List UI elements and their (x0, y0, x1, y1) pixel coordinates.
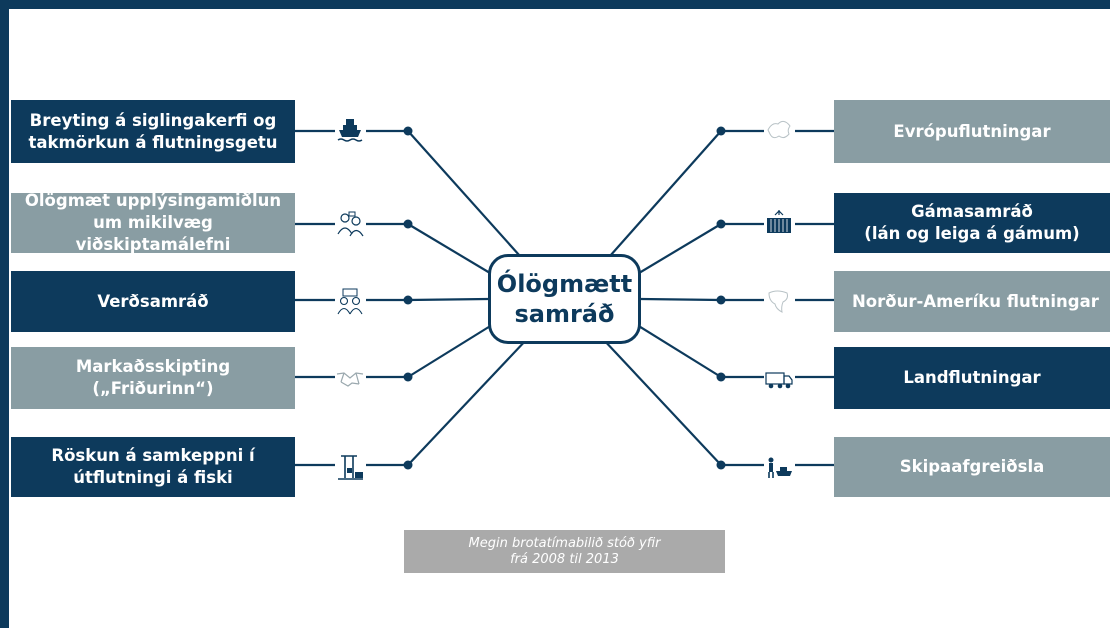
left-item-label: Ólögmæt upplýsingamiðlun um mikilvæg við… (24, 191, 282, 254)
price-discussion-icon (337, 288, 363, 315)
branch-dot (403, 126, 413, 136)
right-item-north-america-transport: Norður-Ameríku flutningar (834, 271, 1110, 332)
branch-dot (403, 460, 413, 470)
branch-line (601, 130, 722, 266)
left-item-market-sharing: Markaðsskipting („Friðurinn“) (11, 347, 295, 409)
left-item-label: Breyting á siglingakerfi og takmörkun á … (28, 110, 278, 152)
truck-icon (765, 372, 793, 389)
branch-line (407, 297, 489, 302)
branch-line (601, 337, 722, 466)
port-crane-icon (338, 455, 363, 480)
left-item-route-capacity: Breyting á siglingakerfi og takmörkun á … (11, 100, 295, 163)
left-item-label: Markaðsskipting („Friðurinn“) (75, 357, 231, 398)
right-item-label: Evrópuflutningar (893, 121, 1051, 141)
branch-line (628, 319, 722, 378)
right-item-label: Norður-Ameríku flutningar (852, 291, 1099, 311)
period-note: Megin brotatímabilið stóð yfir frá 2008 … (404, 530, 725, 573)
right-item-label: Skipaafgreiðsla (899, 457, 1045, 476)
right-item-container-collusion: Gámasamráð (lán og leiga á gámum) (834, 193, 1110, 253)
europe-map-icon (767, 120, 791, 139)
frame-left-border (0, 0, 9, 628)
branch-dot (716, 126, 726, 136)
branch-dot (716, 372, 726, 382)
branch-line (407, 223, 501, 280)
branch-dot (716, 295, 726, 305)
branch-line (407, 130, 529, 266)
people-talking-icon (337, 211, 364, 237)
dock-worker-icon (768, 457, 792, 478)
right-item-land-transport: Landflutningar (834, 347, 1110, 409)
branch-dot (403, 372, 413, 382)
ship-icon (337, 119, 363, 142)
frame-top-border (0, 0, 1110, 9)
left-item-label: Röskun á samkeppni í útflutningi á fiski (51, 446, 255, 487)
period-note-text: Megin brotatímabilið stóð yfir frá 2008 … (468, 535, 661, 567)
branch-line (640, 297, 722, 302)
handshake-icon (336, 372, 364, 387)
left-item-information-exchange: Ólögmæt upplýsingamiðlun um mikilvæg við… (11, 191, 295, 254)
branch-line (407, 337, 529, 466)
north-america-map-icon (768, 290, 788, 313)
left-item-fish-export: Röskun á samkeppni í útflutningi á fiski (11, 437, 295, 497)
branch-dot (716, 460, 726, 470)
branch-dot (403, 295, 413, 305)
left-item-label: Verðsamráð (97, 291, 209, 311)
left-item-price-fixing: Verðsamráð (11, 271, 295, 332)
right-item-ship-handling: Skipaafgreiðsla (834, 437, 1110, 497)
branch-dot (716, 219, 726, 229)
right-item-europe-transport: Evrópuflutningar (834, 100, 1110, 163)
right-item-label: Landflutningar (903, 368, 1041, 387)
branch-line (407, 319, 501, 378)
central-topic-label: Ólögmætt samráð (496, 270, 633, 328)
right-item-label: Gámasamráð (lán og leiga á gámum) (864, 202, 1080, 243)
container-icon (767, 210, 791, 233)
branch-line (628, 223, 722, 280)
central-topic-node: Ólögmætt samráð (488, 254, 641, 344)
branch-dot (403, 219, 413, 229)
